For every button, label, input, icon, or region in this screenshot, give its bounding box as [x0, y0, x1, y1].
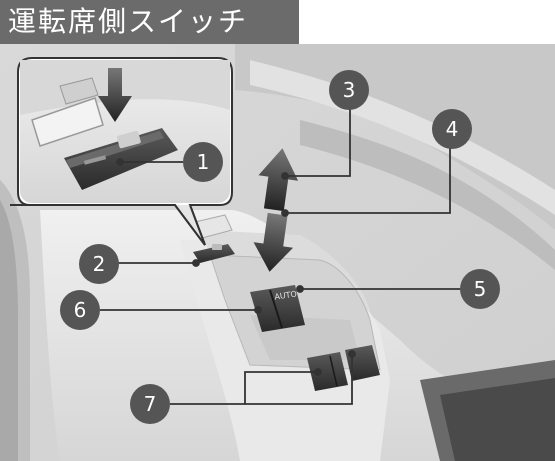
svg-text:4: 4: [446, 117, 459, 141]
svg-text:5: 5: [474, 277, 487, 301]
svg-text:6: 6: [74, 298, 87, 322]
callout-3: 3: [329, 70, 369, 110]
title-bar: 運転席側スイッチ: [0, 0, 299, 44]
push-arrow: [98, 68, 132, 122]
page-title: 運転席側スイッチ: [8, 5, 249, 38]
zoom-inset: [10, 57, 233, 246]
svg-text:1: 1: [197, 150, 210, 174]
svg-text:3: 3: [343, 78, 356, 102]
svg-text:7: 7: [144, 392, 157, 416]
down-arrow: [253, 212, 294, 272]
window-trim: [250, 60, 555, 215]
callout-2: 2: [79, 244, 119, 284]
callout-7: 7: [130, 384, 170, 424]
svg-text:2: 2: [93, 252, 106, 276]
leader-lines: [100, 108, 462, 405]
callout-5: 5: [460, 269, 500, 309]
callout-6: 6: [60, 290, 100, 330]
up-arrow: [258, 148, 299, 212]
auto-label: AUTO: [274, 290, 298, 302]
callout-1: 1: [183, 142, 223, 182]
callout-4: 4: [432, 109, 472, 149]
door-lock-switch: [193, 244, 235, 263]
driver-window-switch: AUTO: [250, 285, 305, 332]
